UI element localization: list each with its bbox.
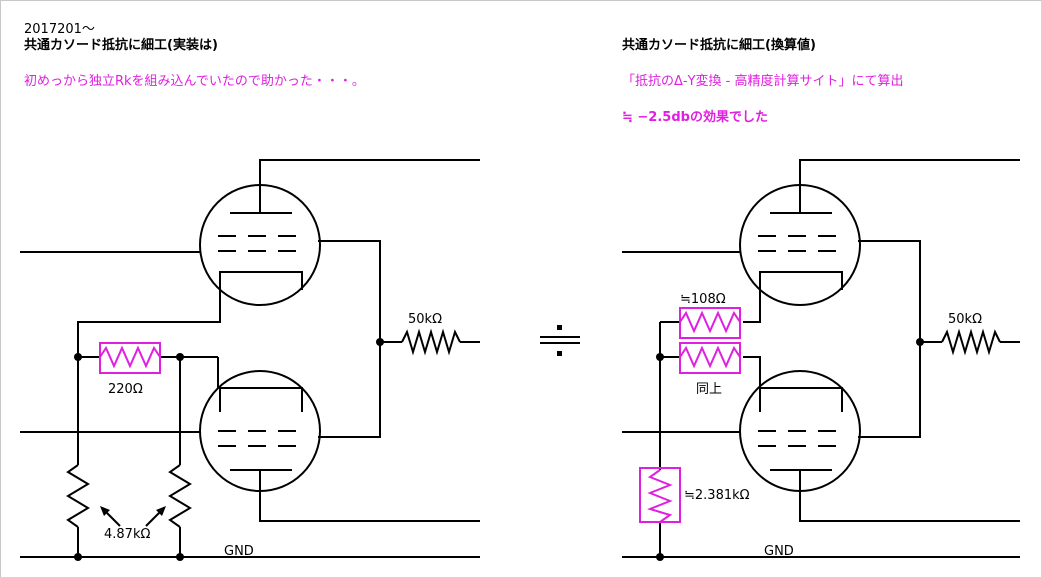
junction-dot xyxy=(656,553,664,561)
junction-dot xyxy=(176,553,184,561)
junction-dot xyxy=(74,553,82,561)
equivalence-dot xyxy=(557,325,562,330)
junction-dot xyxy=(376,338,384,346)
left-plate-resistor-label: 50kΩ xyxy=(408,312,442,327)
right-circuit xyxy=(622,159,1020,558)
left-ground-label: GND xyxy=(224,544,254,559)
left-cathode-resistors-label: 4.87kΩ xyxy=(104,527,150,542)
right-same-label: 同上 xyxy=(696,382,722,397)
left-note: 初めっから独立Rkを組み込んでいたので助かった・・・。 xyxy=(24,74,365,89)
right-cathode-resistor-label: ≒2.381kΩ xyxy=(684,488,750,503)
right-second-resistor xyxy=(679,342,741,374)
right-effect: ≒ −2.5dbの効果でした xyxy=(622,110,768,125)
equivalence-sign xyxy=(540,336,580,344)
left-date: 2017201～ xyxy=(24,22,95,37)
right-note: 「抵抗のΔ-Y変換 - 高精度計算サイト」にて算出 xyxy=(622,74,904,89)
right-cathode-resistor xyxy=(639,467,681,523)
right-plate-resistor-label: 50kΩ xyxy=(948,312,982,327)
left-circuit xyxy=(20,159,480,558)
junction-dot xyxy=(916,338,924,346)
right-upper-resistor xyxy=(679,307,741,339)
junction-dot xyxy=(656,353,664,361)
right-ground-label: GND xyxy=(764,544,794,559)
equivalence-dot xyxy=(557,351,562,356)
left-series-resistor-label: 220Ω xyxy=(108,382,143,397)
right-title: 共通カソード抵抗に細工(換算値) xyxy=(622,38,816,53)
junction-dot xyxy=(176,353,184,361)
arrow-head xyxy=(100,506,110,516)
left-title: 共通カソード抵抗に細工(実装は) xyxy=(24,38,218,53)
junction-dot xyxy=(74,353,82,361)
right-upper-resistor-label: ≒108Ω xyxy=(680,292,726,307)
frame-left-border xyxy=(0,0,1,577)
arrow-head xyxy=(156,506,166,516)
frame-top-border xyxy=(0,0,1041,1)
left-series-resistor xyxy=(99,342,161,374)
